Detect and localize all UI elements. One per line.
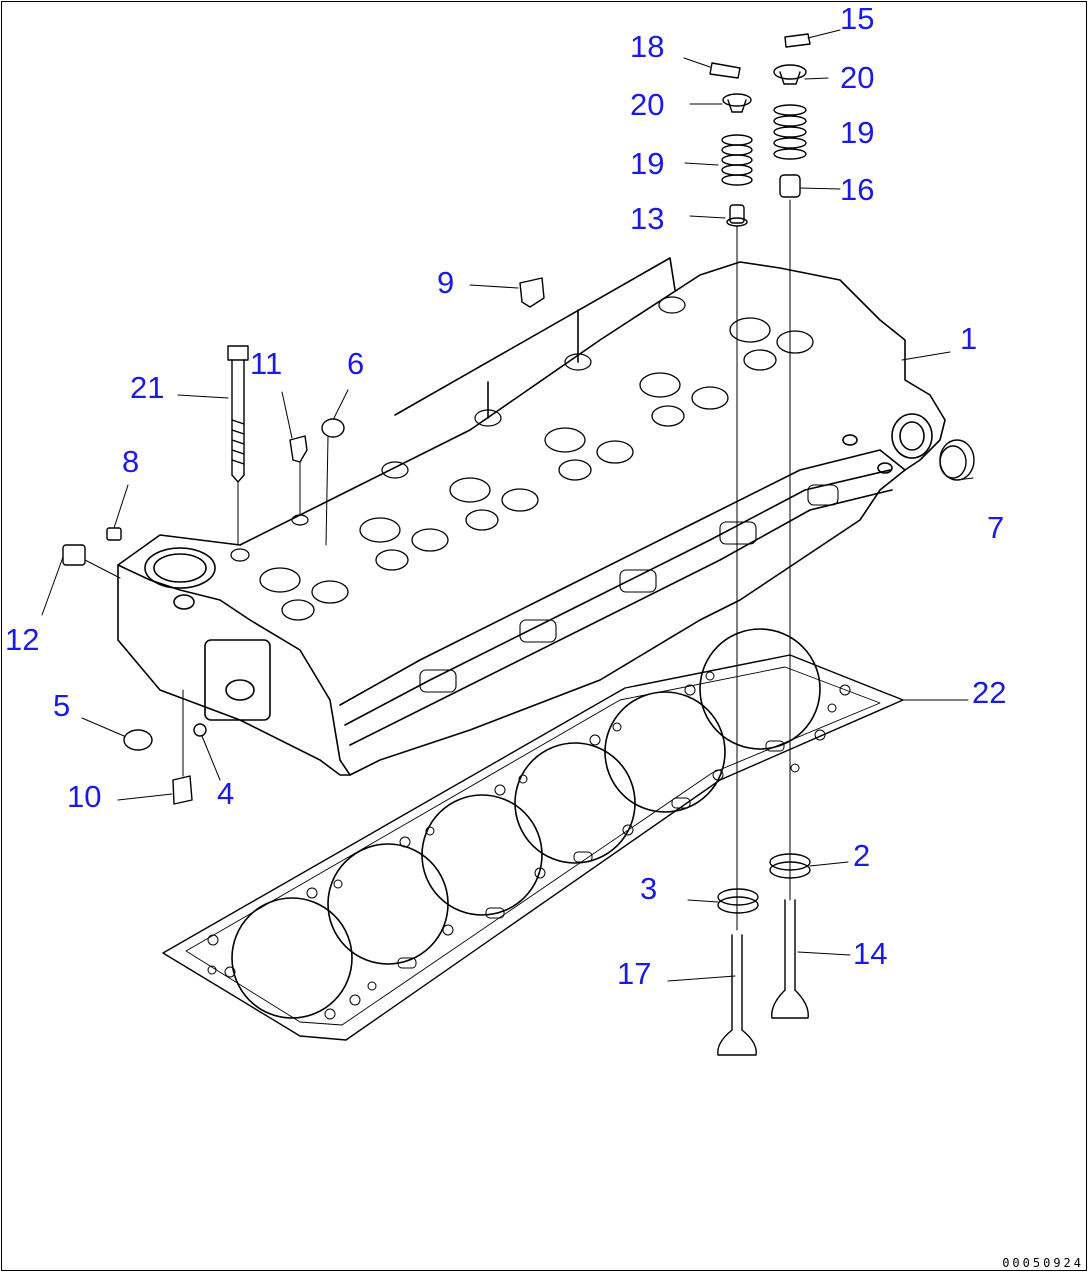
sleeve-part-11 xyxy=(289,435,308,516)
callout-21: 21 xyxy=(130,370,165,405)
callout-7: 7 xyxy=(987,510,1005,545)
valve-guide-part-15 xyxy=(784,33,811,48)
valve-stem-seal-part-13 xyxy=(726,204,748,227)
valve-seat-insert-part-2 xyxy=(769,853,811,879)
callout-22: 22 xyxy=(972,675,1007,710)
valve-stem-seal-part-16 xyxy=(779,174,801,198)
loose-parts xyxy=(62,33,975,1056)
callout-18: 18 xyxy=(630,29,665,64)
valve-spring-part-19b xyxy=(773,104,807,160)
callout-19a: 19 xyxy=(630,146,665,181)
valve-spring-part-19a xyxy=(721,134,753,186)
plug-part-10 xyxy=(172,689,193,805)
callout-3: 3 xyxy=(640,871,658,906)
cylinder-head-part-1 xyxy=(117,257,946,776)
callout-16: 16 xyxy=(840,172,875,207)
callout-1: 1 xyxy=(960,321,978,356)
nipple-part-4 xyxy=(193,723,207,737)
callout-14: 14 xyxy=(853,936,888,971)
valve-guide-part-18 xyxy=(709,62,741,79)
callout-20a: 20 xyxy=(630,87,665,122)
spring-retainer-part-20b xyxy=(773,64,807,85)
callout-15: 15 xyxy=(840,1,875,36)
pin-part-8 xyxy=(106,527,122,541)
valve-part-17 xyxy=(717,934,757,1056)
callout-4: 4 xyxy=(217,776,235,811)
callout-8: 8 xyxy=(122,444,140,479)
callout-20b: 20 xyxy=(840,60,875,95)
bolt-part-21 xyxy=(227,345,249,546)
plug-part-12 xyxy=(62,544,121,579)
callout-2: 2 xyxy=(853,838,871,873)
callout-9: 9 xyxy=(437,265,455,300)
callout-10: 10 xyxy=(67,779,102,814)
callout-19b: 19 xyxy=(840,115,875,150)
valve-part-14 xyxy=(771,899,809,1019)
plug-part-7 xyxy=(939,439,975,481)
sleeve-part-9 xyxy=(519,277,545,308)
head-gasket-part-22 xyxy=(162,628,904,1041)
document-number: 00050924 xyxy=(1002,1256,1084,1270)
plug-part-5 xyxy=(123,729,153,751)
callout-5: 5 xyxy=(53,688,71,723)
callout-leaders xyxy=(41,29,974,982)
callout-17: 17 xyxy=(617,956,652,991)
spring-retainer-part-20a xyxy=(722,93,752,113)
callout-13: 13 xyxy=(630,201,665,236)
plug-part-6 xyxy=(321,418,345,546)
callout-6: 6 xyxy=(347,346,365,381)
valve-seat-insert-part-3 xyxy=(717,888,759,914)
callout-11: 11 xyxy=(250,346,283,381)
callout-12: 12 xyxy=(5,622,40,657)
